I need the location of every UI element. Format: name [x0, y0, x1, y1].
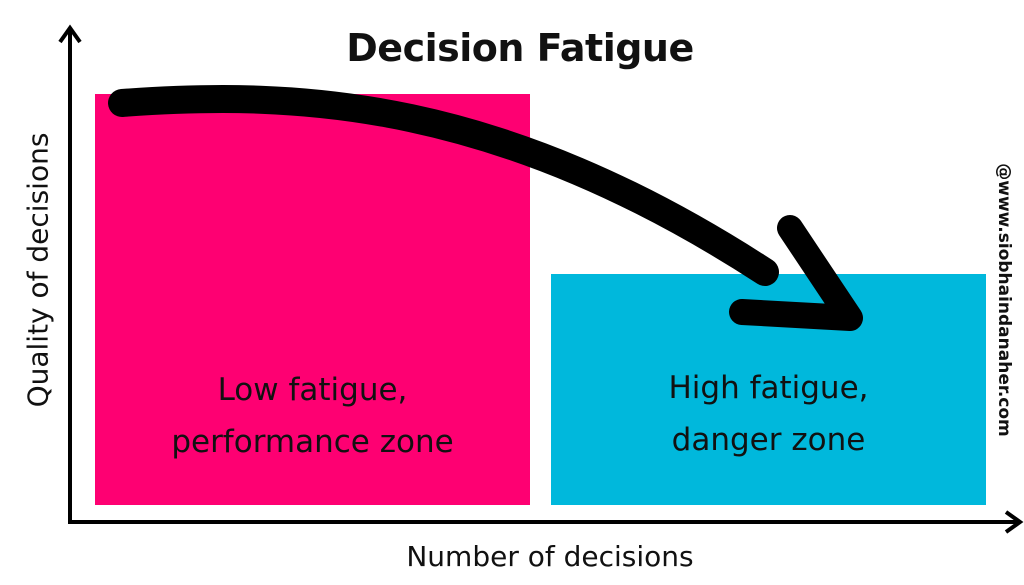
low-fatigue-zone: Low fatigue, performance zone [95, 94, 530, 505]
low-fatigue-line1: Low fatigue, [217, 372, 408, 408]
y-axis [58, 24, 82, 522]
high-fatigue-label: High fatigue, danger zone [551, 362, 986, 466]
arrow-head [729, 215, 863, 331]
high-fatigue-zone: High fatigue, danger zone [551, 274, 986, 505]
low-fatigue-label: Low fatigue, performance zone [95, 364, 530, 468]
arrow-curve [108, 85, 779, 286]
x-axis-label: Number of decisions [406, 540, 694, 573]
x-axis [68, 510, 1024, 534]
watermark-text: @www.siobhaindanaher.com [994, 163, 1014, 437]
low-fatigue-line2: performance zone [171, 424, 454, 460]
y-axis-label: Quality of decisions [21, 132, 55, 408]
diagram-title: Decision Fatigue [346, 26, 694, 70]
high-fatigue-line1: High fatigue, [668, 370, 869, 406]
high-fatigue-line2: danger zone [671, 422, 866, 458]
